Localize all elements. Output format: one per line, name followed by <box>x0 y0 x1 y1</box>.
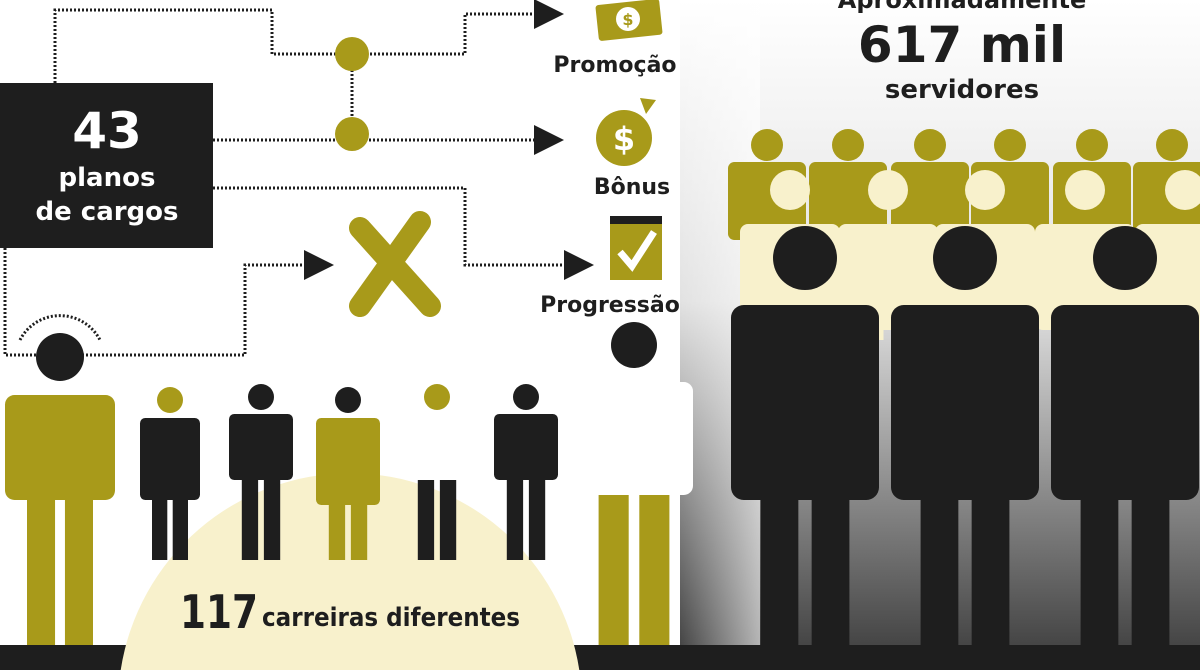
svg-text:de cargos: de cargos <box>35 197 178 227</box>
money-bill-icon: $ <box>595 0 663 41</box>
money-bag-icon: $ <box>596 98 656 166</box>
person-figure <box>229 384 293 560</box>
person-figure <box>405 384 469 560</box>
servants-count: 617 mil <box>858 16 1066 74</box>
person-figure <box>575 322 693 645</box>
servants-approx: Aproximadamente <box>838 0 1086 14</box>
svg-text:$: $ <box>622 10 633 29</box>
person-figure <box>731 226 879 645</box>
svg-text:$: $ <box>613 120 635 158</box>
checklist-icon <box>610 216 662 280</box>
person-figure <box>891 226 1039 645</box>
careers-count: 117 <box>180 585 258 639</box>
outcome-label-bonus: Bônus <box>594 175 670 200</box>
plans-count: 43 <box>72 102 142 160</box>
person-figure <box>1051 226 1199 645</box>
junction-node <box>335 117 369 151</box>
people-careers <box>5 322 693 645</box>
person-figure <box>494 384 558 560</box>
people-servants <box>728 129 1200 645</box>
outcome-label-progression: Progressão <box>540 293 680 318</box>
junction-node <box>335 37 369 71</box>
person-figure <box>140 387 200 560</box>
careers-circle <box>120 473 580 670</box>
person-figure <box>5 333 115 645</box>
servants-label: servidores <box>885 75 1039 105</box>
plans-box: 43 planos de cargos <box>0 83 213 248</box>
careers-label: carreiras diferentes <box>262 603 520 633</box>
person-figure <box>316 387 380 560</box>
svg-text:planos: planos <box>59 163 156 193</box>
x-mark-icon <box>349 211 441 317</box>
outcome-label-promotion: Promoção <box>553 53 676 78</box>
